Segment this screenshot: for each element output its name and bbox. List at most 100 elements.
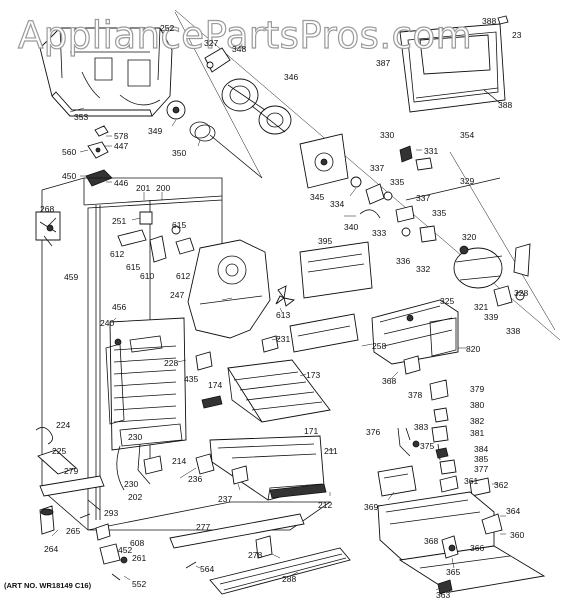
callout-174: 174 bbox=[208, 380, 222, 390]
screw-part bbox=[79, 513, 91, 519]
base-grille-part bbox=[209, 547, 351, 595]
crusher-link-part bbox=[350, 176, 362, 188]
callout-252: 252 bbox=[160, 23, 174, 33]
control-bracket-part bbox=[117, 229, 147, 247]
callout-201: 201 bbox=[136, 183, 150, 193]
auger-washer-part bbox=[206, 61, 214, 69]
callout-365: 365 bbox=[446, 567, 460, 577]
callout-230-a: 230 bbox=[128, 432, 142, 442]
callout-361: 361 bbox=[464, 476, 478, 486]
shelf-support-part bbox=[261, 335, 279, 353]
rear-panel-part bbox=[299, 241, 373, 299]
callout-368-b: 368 bbox=[424, 536, 438, 546]
callout-337-b: 337 bbox=[416, 193, 430, 203]
callout-382: 382 bbox=[470, 416, 484, 426]
callout-202: 202 bbox=[128, 492, 142, 502]
control-switch-part bbox=[149, 235, 167, 263]
callout-labels: 252 327 348 346 353 349 350 578 447 560 … bbox=[40, 16, 528, 600]
screw-552-part bbox=[111, 573, 121, 581]
ice-maker-motor-part bbox=[453, 245, 503, 289]
evaporator-fan-shroud-part bbox=[187, 239, 271, 339]
drain-hose-part bbox=[37, 449, 77, 475]
callout-279: 279 bbox=[64, 466, 78, 476]
callout-288: 288 bbox=[282, 574, 296, 584]
callout-23: 23 bbox=[512, 30, 522, 40]
callout-345: 345 bbox=[310, 192, 324, 202]
callout-552: 552 bbox=[132, 579, 146, 589]
callout-247: 247 bbox=[170, 290, 184, 300]
water-valve-stack-part bbox=[403, 355, 457, 475]
callout-446: 446 bbox=[114, 178, 128, 188]
callout-366: 366 bbox=[470, 543, 484, 553]
callout-268: 268 bbox=[40, 204, 54, 214]
callout-375: 375 bbox=[420, 441, 434, 451]
screw-564-part bbox=[185, 561, 197, 569]
callout-348: 348 bbox=[232, 44, 246, 54]
callout-328: 328 bbox=[514, 288, 528, 298]
callout-335-a: 335 bbox=[390, 177, 404, 187]
callout-331: 331 bbox=[424, 146, 438, 156]
crusher-blade-part bbox=[395, 205, 415, 223]
light-shield-part bbox=[289, 313, 359, 353]
callout-339: 339 bbox=[484, 312, 498, 322]
callout-258: 258 bbox=[372, 341, 386, 351]
roller-screw-part bbox=[120, 556, 128, 564]
watermark: AppliancePartsPros.com bbox=[18, 14, 472, 57]
callout-337-a: 337 bbox=[370, 163, 384, 173]
drain-pan-heater-part bbox=[481, 513, 503, 535]
callout-231: 231 bbox=[276, 334, 290, 344]
leader-lines bbox=[51, 107, 506, 591]
callout-613: 613 bbox=[276, 310, 290, 320]
callout-261: 261 bbox=[132, 553, 146, 563]
callout-353: 353 bbox=[74, 112, 88, 122]
callout-447: 447 bbox=[114, 141, 128, 151]
callout-387: 387 bbox=[376, 58, 390, 68]
callout-383: 383 bbox=[414, 422, 428, 432]
compressor-relay-part bbox=[377, 465, 417, 497]
callout-171: 171 bbox=[304, 426, 318, 436]
callout-336: 336 bbox=[396, 256, 410, 266]
callout-228: 228 bbox=[164, 358, 178, 368]
callout-578: 578 bbox=[114, 131, 128, 141]
callout-230-b: 230 bbox=[124, 479, 138, 489]
callout-214: 214 bbox=[172, 456, 186, 466]
auger-spring-part bbox=[189, 121, 263, 179]
callout-360: 360 bbox=[510, 530, 524, 540]
callout-349: 349 bbox=[148, 126, 162, 136]
callout-251: 251 bbox=[112, 216, 126, 226]
wire-harness-part bbox=[35, 211, 61, 247]
roller-part bbox=[95, 523, 111, 541]
callout-325: 325 bbox=[440, 296, 454, 306]
callout-381: 381 bbox=[470, 428, 484, 438]
control-knob-part bbox=[171, 225, 181, 235]
callout-377: 377 bbox=[474, 464, 488, 474]
bin-support-part bbox=[195, 453, 215, 475]
motor-cover-part bbox=[513, 243, 531, 277]
callout-350: 350 bbox=[172, 148, 186, 158]
crusher-arm-part bbox=[365, 183, 385, 205]
callout-334: 334 bbox=[330, 199, 344, 209]
callout-329: 329 bbox=[460, 176, 474, 186]
callout-240: 240 bbox=[100, 318, 114, 328]
overload-protector-part bbox=[469, 477, 491, 497]
drain-tube-part bbox=[137, 443, 151, 485]
callout-362: 362 bbox=[494, 480, 508, 490]
callout-615-a: 615 bbox=[172, 220, 186, 230]
compressor-cover-part bbox=[439, 475, 459, 493]
callout-820: 820 bbox=[466, 344, 480, 354]
solenoid-plunger-part bbox=[399, 145, 413, 163]
callout-354: 354 bbox=[460, 130, 474, 140]
evaporator-coil-part bbox=[105, 317, 187, 451]
defrost-wiring-part bbox=[116, 445, 125, 491]
callout-363: 363 bbox=[436, 590, 450, 600]
callout-612-b: 612 bbox=[176, 271, 190, 281]
callout-459: 459 bbox=[64, 272, 78, 282]
callout-293: 293 bbox=[104, 508, 118, 518]
shelf-clip-part bbox=[201, 395, 223, 409]
callout-450: 450 bbox=[62, 171, 76, 181]
callout-265: 265 bbox=[66, 526, 80, 536]
callout-330: 330 bbox=[380, 130, 394, 140]
thermostat-knob-part bbox=[139, 211, 153, 225]
callout-456: 456 bbox=[112, 302, 126, 312]
